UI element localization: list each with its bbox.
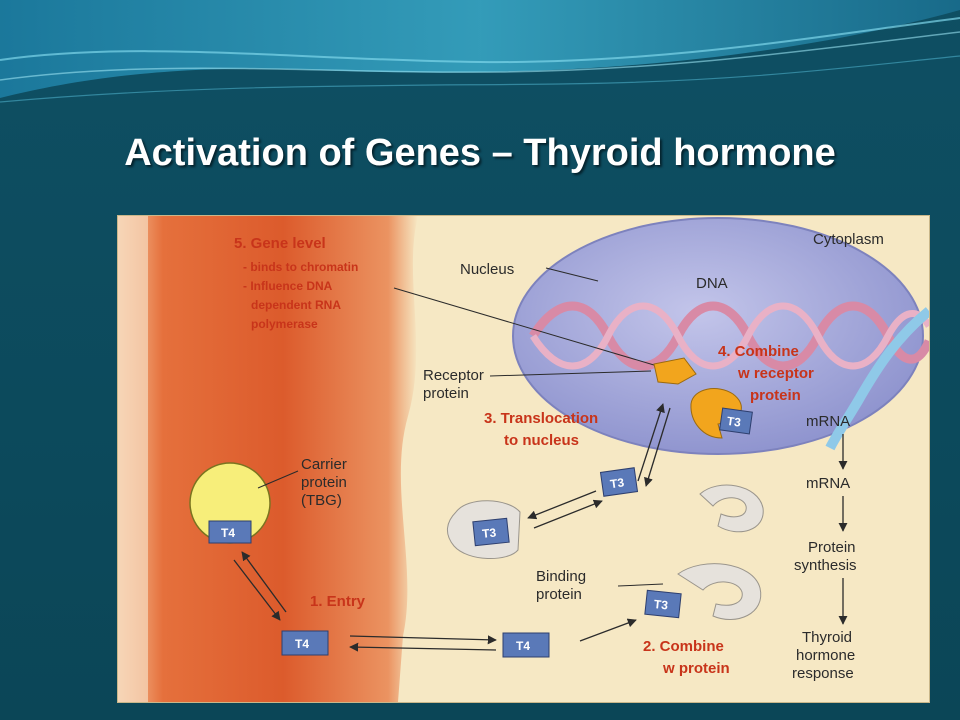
mrna-strand [825,307,929,451]
step4-line-3: protein [750,387,801,404]
step1-label: 1. Entry [310,593,366,610]
step5-line-3: dependent RNA [251,298,341,312]
t3-bound-left: T3 [472,517,510,547]
step4-line-1: 4. Combine [718,343,799,360]
t3-tag-lower: T3 [653,597,669,612]
step5-line-4: polymerase [251,317,318,331]
mrna-cytoplasm-label: mRNA [806,475,850,492]
diagram-panel: Cytoplasm Nucleus DNA mRNA 5. Gene level… [117,215,930,703]
protein-synthesis-label-2: synthesis [794,557,857,574]
thyroid-hormone-diagram: Cytoplasm Nucleus DNA mRNA 5. Gene level… [118,216,929,702]
carrier-label-1: Carrier [301,456,347,473]
slide-title: Activation of Genes – Thyroid hormone [124,132,836,174]
t4-membrane: T4 [281,630,329,656]
thyroid-response-label-2: hormone [796,647,855,664]
header-wave-decoration [0,0,960,103]
receptor-label-1: Receptor [423,367,484,384]
t3-receptor-complex: T3 [690,388,753,439]
thyroid-response-label-3: response [792,665,854,682]
carrier-label-3: (TBG) [301,492,342,509]
step5-title: 5. Gene level [234,235,326,252]
protein-synthesis-label-1: Protein [808,539,856,556]
mrna-nucleus-label: mRNA [806,413,850,430]
carrier-protein-tbg: T4 [189,462,271,544]
t3-tag-nucleus: T3 [726,414,742,430]
receptor-label-2: protein [423,385,469,402]
t4-cytoplasm: T4 [502,632,550,658]
nucleus [512,217,924,455]
step3-line-2: to nucleus [504,432,579,449]
t3-tag-left: T3 [481,525,497,540]
t3-tag-upper: T3 [609,475,625,491]
t3-free-upper: T3 [599,467,639,497]
binding-label-1: Binding [536,568,586,585]
step2-line-2: w protein [662,660,730,677]
binding-protein-upper [699,484,764,533]
cytoplasm-label: Cytoplasm [813,231,884,248]
step2-line-1: 2. Combine [643,638,724,655]
thyroid-response-label-1: Thyroid [802,629,852,646]
receptor-protein [653,357,697,385]
step5-line-1: - binds to chromatin [243,260,358,274]
carrier-label-2: protein [301,474,347,491]
t4-tag-carrier: T4 [221,526,235,540]
binding-label-2: protein [536,586,582,603]
t4-tag-membrane: T4 [295,637,309,651]
step3-line-1: 3. Translocation [484,410,598,427]
dna-label: DNA [696,275,728,292]
cell-membrane [118,216,418,702]
step4-line-2: w receptor [737,365,814,382]
t4-tag-cytoplasm: T4 [516,639,530,653]
step5-line-2: - Influence DNA [243,279,333,293]
dna-helix [529,301,929,371]
t3-bound-lower: T3 [644,589,682,619]
binding-protein-lower [677,563,762,620]
nucleus-label: Nucleus [460,261,514,278]
